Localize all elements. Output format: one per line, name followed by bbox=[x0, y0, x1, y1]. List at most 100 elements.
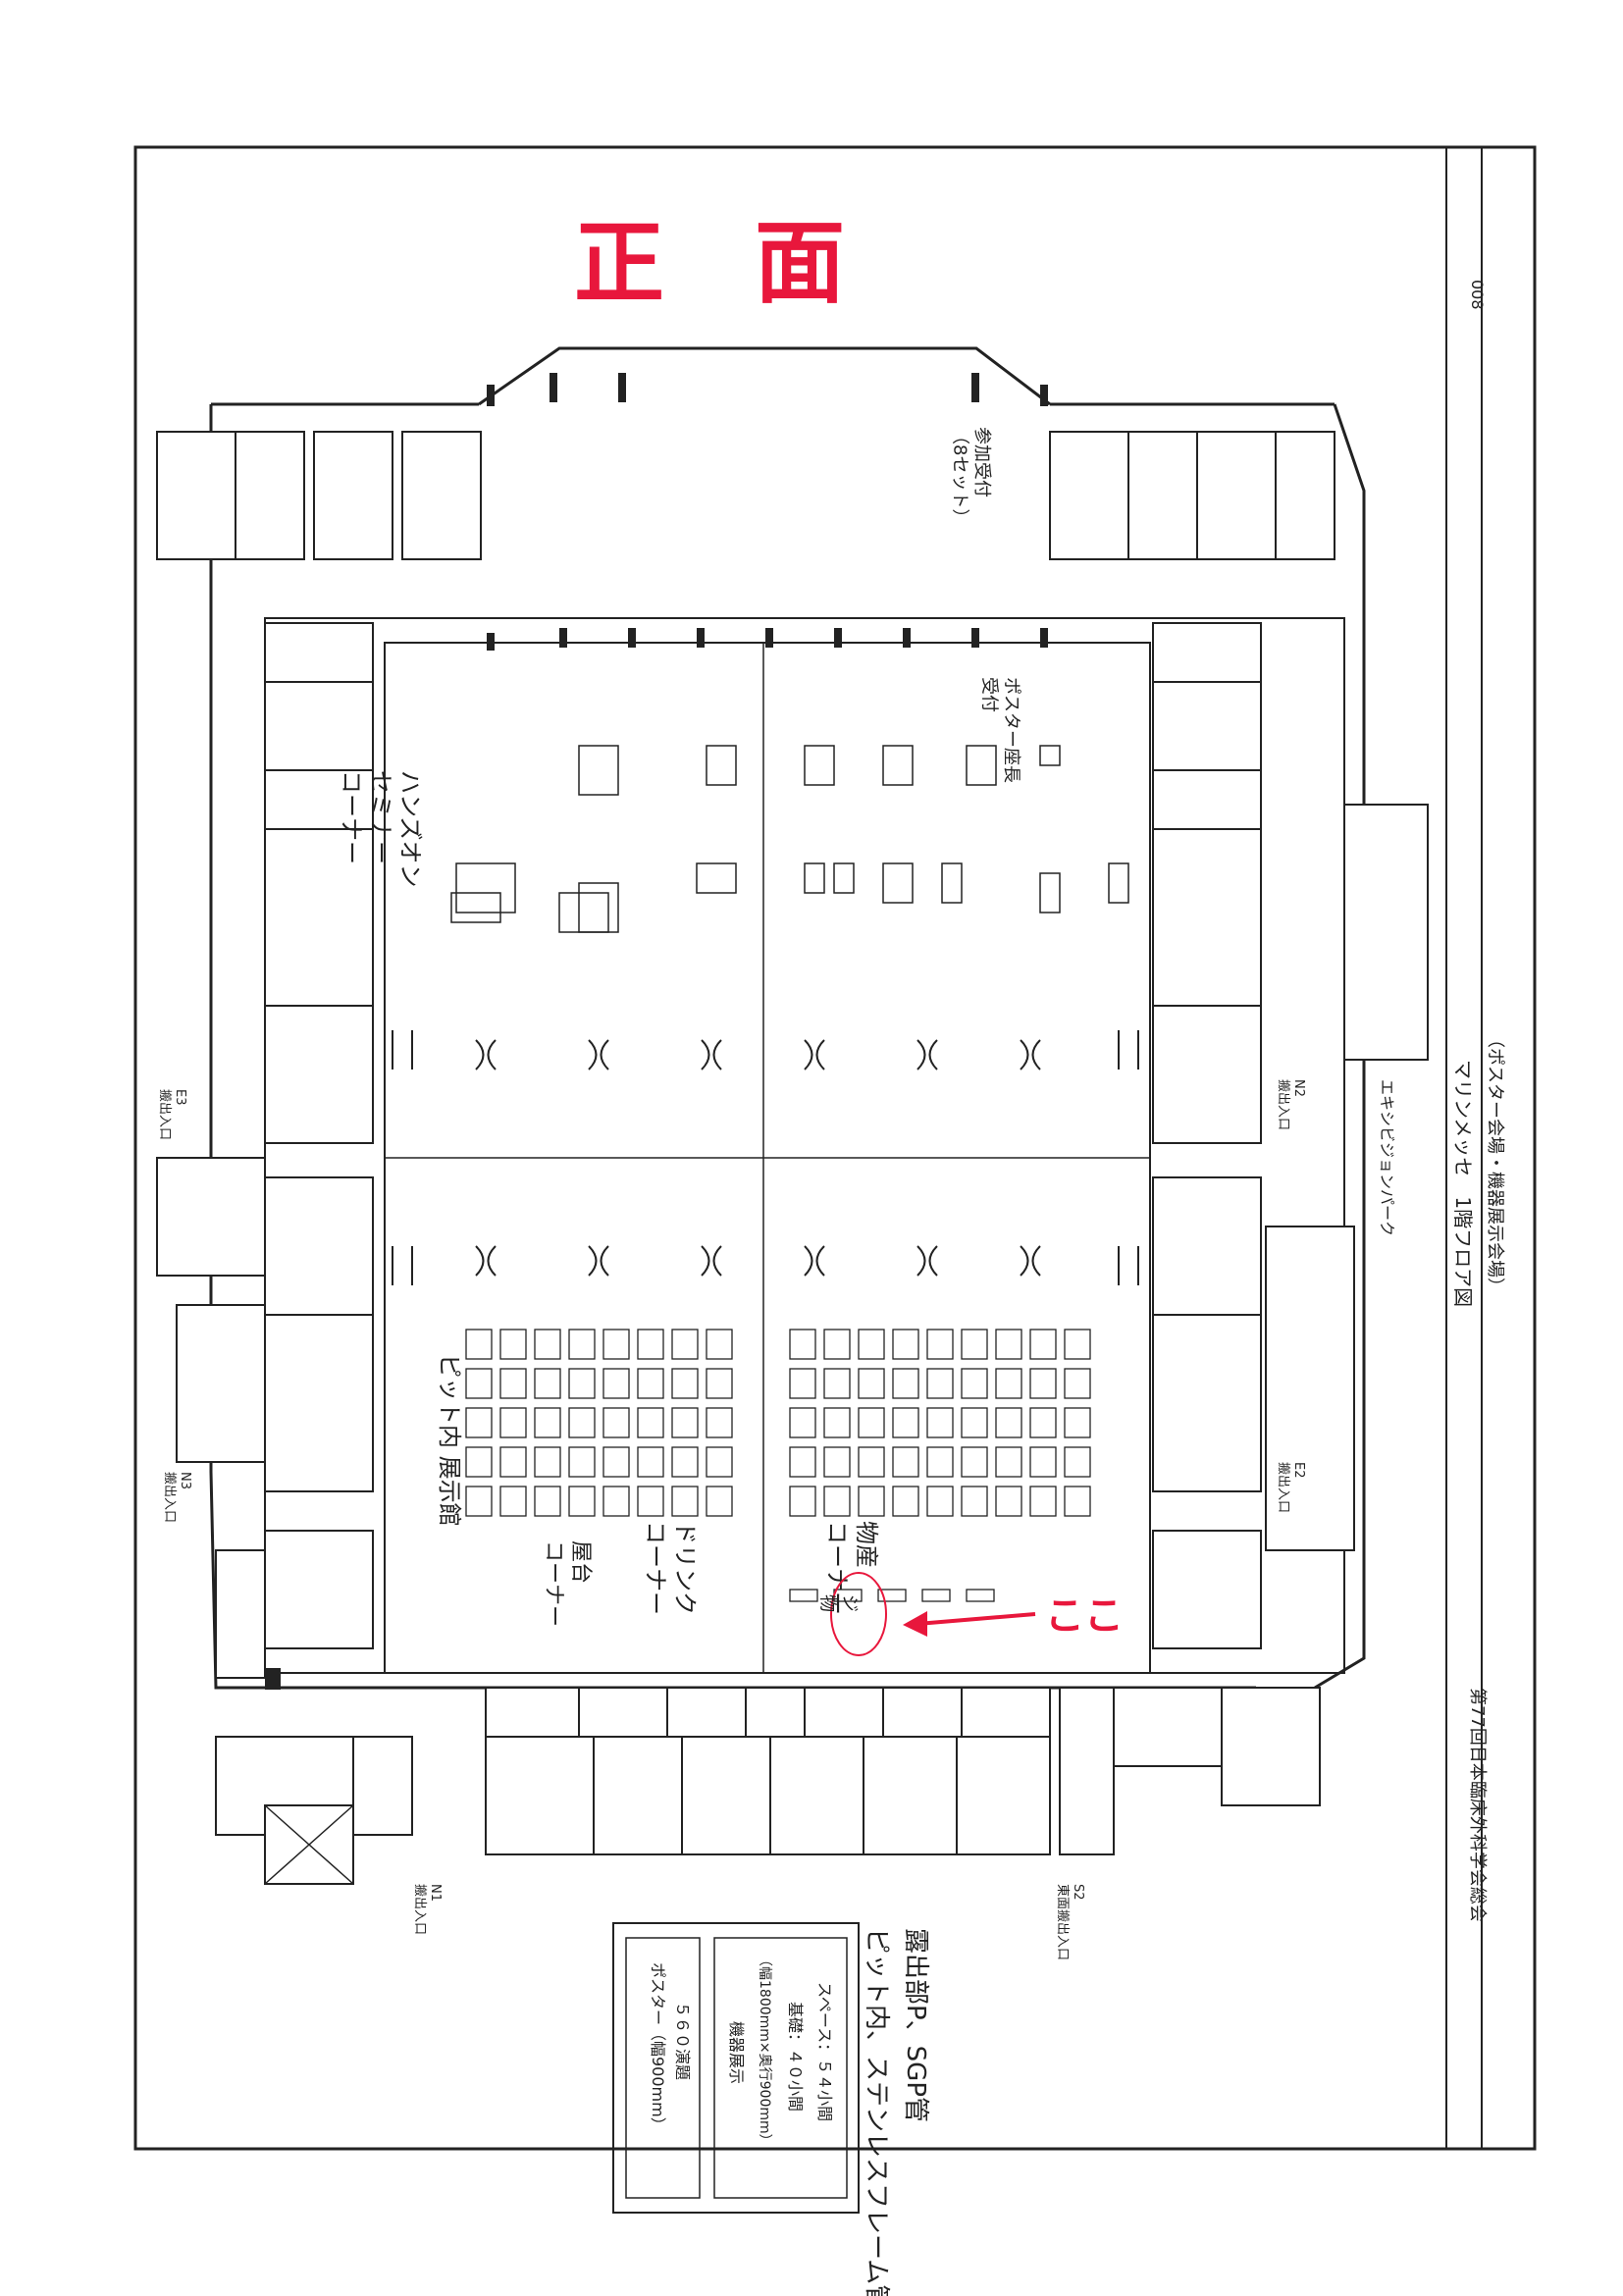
booth bbox=[706, 1329, 733, 1360]
booth bbox=[892, 1329, 919, 1360]
booth bbox=[995, 1407, 1022, 1438]
poster-boards bbox=[392, 1030, 1139, 1285]
legend-poster-1: ポスター（幅900mm） bbox=[649, 1962, 667, 2133]
booth bbox=[568, 1407, 596, 1438]
booth bbox=[789, 1407, 816, 1438]
booth bbox=[961, 1407, 988, 1438]
bussan-stall bbox=[789, 1589, 818, 1602]
booth bbox=[892, 1407, 919, 1438]
booth bbox=[892, 1368, 919, 1399]
booth bbox=[858, 1486, 885, 1517]
booth bbox=[671, 1329, 699, 1360]
booth bbox=[926, 1407, 954, 1438]
booth bbox=[961, 1446, 988, 1478]
booth bbox=[858, 1446, 885, 1478]
booth bbox=[1029, 1486, 1057, 1517]
booth bbox=[534, 1368, 561, 1399]
pit-exhibit-label: ピット内 展示館 bbox=[436, 1354, 463, 1527]
booth bbox=[1029, 1368, 1057, 1399]
booth-grid bbox=[465, 1329, 1091, 1602]
booth bbox=[1064, 1486, 1091, 1517]
booth bbox=[995, 1446, 1022, 1478]
booth bbox=[1064, 1368, 1091, 1399]
bussan-note: ジ物 bbox=[817, 1594, 861, 1612]
entrance-n3: N3搬出入口 bbox=[162, 1472, 192, 1523]
booth bbox=[637, 1368, 664, 1399]
booth bbox=[1029, 1446, 1057, 1478]
booth bbox=[892, 1446, 919, 1478]
booth bbox=[789, 1446, 816, 1478]
booth bbox=[534, 1446, 561, 1478]
booth bbox=[858, 1407, 885, 1438]
booth bbox=[637, 1407, 664, 1438]
congress-name: 第77回日本臨床外科学会総会 bbox=[1467, 1688, 1488, 1922]
entrance-n1: N1搬出入口 bbox=[412, 1884, 443, 1935]
booth bbox=[706, 1446, 733, 1478]
booth bbox=[1029, 1407, 1057, 1438]
booth bbox=[671, 1446, 699, 1478]
booth bbox=[671, 1486, 699, 1517]
booth bbox=[789, 1329, 816, 1360]
entrance-e2: E2搬出入口 bbox=[1276, 1462, 1306, 1513]
booth bbox=[995, 1368, 1022, 1399]
page-frame bbox=[133, 145, 1537, 2151]
booth bbox=[465, 1329, 493, 1360]
booth bbox=[671, 1407, 699, 1438]
booth bbox=[823, 1368, 851, 1399]
booth bbox=[602, 1329, 630, 1360]
booth bbox=[926, 1329, 954, 1360]
booth bbox=[637, 1446, 664, 1478]
booth bbox=[926, 1368, 954, 1399]
booth bbox=[823, 1407, 851, 1438]
poster-reception-label: ポスター座長受付 bbox=[979, 677, 1022, 783]
hands-on-label: ハンズオンセミナーコーナー bbox=[338, 770, 424, 888]
right-rooms bbox=[1049, 431, 1429, 1649]
booth bbox=[858, 1368, 885, 1399]
entrance-n2: N2搬出入口 bbox=[1276, 1079, 1306, 1130]
hands-on-tables bbox=[450, 745, 1129, 933]
booth bbox=[499, 1368, 527, 1399]
bussan-stall bbox=[921, 1589, 951, 1602]
legend-equip-4: スペース：５４小間 bbox=[815, 1982, 834, 2121]
booth bbox=[534, 1486, 561, 1517]
handwritten-note-2: 露出部P、SGP管 bbox=[901, 1928, 930, 2122]
booth bbox=[602, 1446, 630, 1478]
legend-poster-2: ５６０演題 bbox=[673, 2002, 692, 2080]
booth bbox=[465, 1368, 493, 1399]
booth bbox=[465, 1486, 493, 1517]
booth bbox=[858, 1329, 885, 1360]
booth bbox=[995, 1486, 1022, 1517]
booth bbox=[789, 1486, 816, 1517]
legend-box: ポスター（幅900mm） ５６０演題 機器展示 （幅1800mm×奥行900mm… bbox=[612, 1922, 860, 2214]
booth bbox=[1064, 1329, 1091, 1360]
booth bbox=[823, 1446, 851, 1478]
booth bbox=[602, 1368, 630, 1399]
bussan-stall bbox=[966, 1589, 995, 1602]
booth bbox=[637, 1486, 664, 1517]
drink-corner-label: ドリンクコーナー bbox=[642, 1521, 699, 1615]
booth bbox=[671, 1368, 699, 1399]
here-label: ここ bbox=[1045, 1593, 1124, 1639]
booth bbox=[789, 1368, 816, 1399]
booth bbox=[568, 1486, 596, 1517]
booth bbox=[706, 1368, 733, 1399]
booth bbox=[995, 1329, 1022, 1360]
here-annotation: ここ bbox=[830, 1572, 1124, 1656]
legend-equip-3: 基礎：４０小間 bbox=[786, 2002, 805, 2112]
floor-subtitle: （ポスター会場・機器展示会場） bbox=[1485, 1030, 1505, 1295]
booth bbox=[465, 1407, 493, 1438]
booth bbox=[637, 1329, 664, 1360]
legend-equip-2: （幅1800mm×奥行900mm） bbox=[757, 1953, 773, 2148]
building-outline bbox=[209, 346, 1366, 1690]
front-label: 正 面 bbox=[574, 211, 845, 316]
entrance-e3: E3搬出入口 bbox=[157, 1089, 187, 1140]
booth bbox=[706, 1486, 733, 1517]
booth bbox=[1064, 1407, 1091, 1438]
floor-title: マリンメッセ 1階フロア図 bbox=[1451, 1060, 1475, 1307]
booth bbox=[568, 1368, 596, 1399]
legend-equip-1: 機器展示 bbox=[727, 2021, 746, 2084]
handwritten-note-1: ピット内、ステンレスフレーム管 bbox=[862, 1928, 891, 2296]
booth bbox=[499, 1329, 527, 1360]
booth bbox=[1029, 1329, 1057, 1360]
